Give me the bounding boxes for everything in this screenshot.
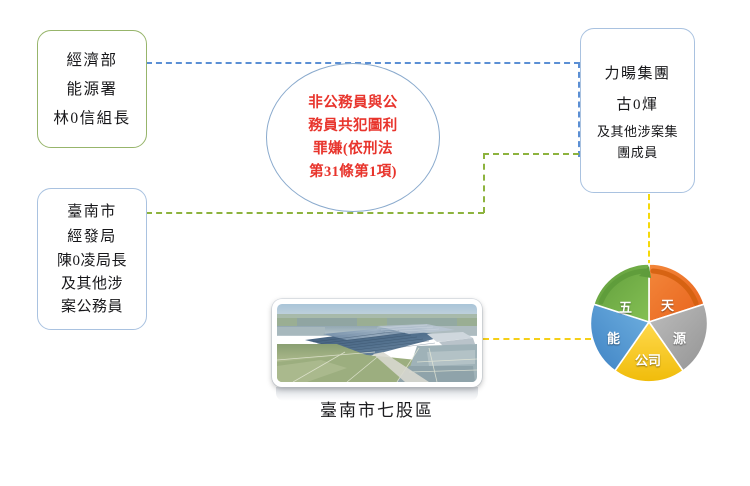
wheel-arrow-green xyxy=(598,268,648,305)
company-wheel[interactable]: 五 天 源 公司 能 xyxy=(589,262,709,383)
node-tainan-city-bureau[interactable]: 臺南市 經發局 陳0凌局長 及其他涉 案公務員 xyxy=(37,188,147,330)
connector-blue-vertical xyxy=(578,62,580,157)
charge-bubble-line-4: 第31條第1項) xyxy=(309,163,397,180)
node-group-company-line-4: 團成員 xyxy=(617,144,658,160)
node-energy-bureau-line-2: 能源署 xyxy=(66,80,118,98)
node-group-company-line-3: 及其他涉案集 xyxy=(596,123,678,139)
node-group-company[interactable]: 力暘集團 古0煇 及其他涉案集 團成員 xyxy=(580,28,695,193)
node-energy-bureau-line-1: 經濟部 xyxy=(66,51,118,69)
connector-green-horizontal-lower xyxy=(146,212,484,214)
node-energy-bureau[interactable]: 經濟部 能源署 林0信組長 xyxy=(37,30,147,148)
photo-reflection xyxy=(276,387,478,401)
connector-yellow-horizontal xyxy=(483,338,591,340)
photo-caption: 臺南市七股區 xyxy=(320,401,434,420)
node-group-company-line-1: 力暘集團 xyxy=(604,65,671,82)
node-energy-bureau-line-3: 林0信組長 xyxy=(53,109,131,127)
connector-green-vertical xyxy=(483,153,485,213)
wheel-arrow-green-head xyxy=(639,266,651,278)
node-tainan-city-line-1: 臺南市 xyxy=(67,203,117,220)
node-tainan-city-line-2: 經發局 xyxy=(67,228,117,245)
wheel-segment-gongsi[interactable] xyxy=(613,320,685,383)
wheel-arrow-orange xyxy=(650,268,699,306)
wheel-segment-wu[interactable] xyxy=(592,263,650,324)
node-tainan-city-line-5: 案公務員 xyxy=(60,298,123,315)
connector-yellow-vertical xyxy=(648,194,650,266)
charge-bubble-line-2: 務員共犯圖利 xyxy=(308,117,398,134)
company-wheel-svg xyxy=(589,263,709,383)
node-group-company-line-2: 古0煇 xyxy=(616,96,659,113)
connector-green-horizontal-upper xyxy=(483,153,579,155)
photo-card-qigu[interactable] xyxy=(272,299,482,387)
wheel-segment-neng[interactable] xyxy=(589,303,651,372)
charge-bubble-line-1: 非公務員與公 xyxy=(308,94,398,111)
photo-image xyxy=(277,304,477,382)
charge-bubble-line-3: 罪嫌(依刑法 xyxy=(313,140,393,157)
charge-bubble: 非公務員與公 務員共犯圖利 罪嫌(依刑法 第31條第1項) xyxy=(266,63,440,212)
wheel-segment-tian[interactable] xyxy=(648,263,706,324)
solar-farm-aerial-photo xyxy=(277,304,477,382)
node-tainan-city-line-3: 陳0凌局長 xyxy=(56,252,127,269)
wheel-segment-yuan[interactable] xyxy=(647,303,709,372)
node-tainan-city-line-4: 及其他涉 xyxy=(60,275,123,292)
